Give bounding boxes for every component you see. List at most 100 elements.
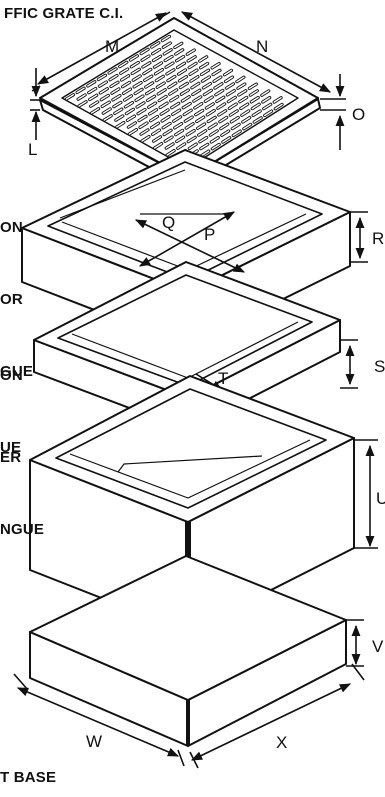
grate-slot bbox=[167, 75, 176, 82]
box-dimensions bbox=[354, 439, 378, 549]
grate-slot bbox=[141, 135, 150, 142]
base-label: T BASE bbox=[0, 769, 57, 786]
grate-slot bbox=[182, 102, 191, 109]
grate-slot bbox=[112, 94, 121, 101]
grate-slot bbox=[252, 110, 261, 117]
grate-slot bbox=[139, 122, 148, 129]
grate-slot bbox=[209, 130, 218, 136]
grate-slot bbox=[145, 88, 155, 95]
grate-slot bbox=[101, 101, 111, 108]
dim-l: L bbox=[28, 140, 37, 159]
grate-slot bbox=[102, 108, 111, 114]
grate-slot bbox=[88, 94, 98, 101]
grate-slot bbox=[250, 96, 259, 103]
ring-label-line: ON bbox=[0, 367, 23, 384]
dim-q: Q bbox=[162, 213, 175, 232]
grate-slot bbox=[165, 143, 174, 149]
grate-slot bbox=[115, 115, 124, 121]
grate-slot bbox=[263, 103, 272, 110]
dim-p: P bbox=[204, 225, 215, 244]
grate-slot bbox=[183, 109, 192, 116]
grate-slot bbox=[151, 129, 161, 136]
grate-slot bbox=[273, 96, 282, 103]
dim-x: X bbox=[276, 733, 287, 752]
grate-slot bbox=[136, 102, 145, 108]
grate-slot bbox=[205, 103, 214, 109]
riser-label: ER NGUE bbox=[0, 398, 44, 566]
grate-slot bbox=[216, 96, 225, 103]
grate-slot bbox=[218, 109, 227, 116]
grate-slot bbox=[176, 143, 186, 150]
grate-slot bbox=[89, 101, 99, 107]
grate-slot bbox=[195, 116, 205, 123]
grate-slot bbox=[122, 88, 132, 95]
grate-slot bbox=[166, 149, 175, 156]
grate-slot bbox=[243, 123, 252, 130]
grate-slot bbox=[166, 68, 175, 75]
grate-slot bbox=[172, 116, 182, 122]
grate-slot bbox=[229, 110, 238, 116]
grate-slot bbox=[186, 129, 195, 136]
grate-slot bbox=[188, 143, 197, 150]
grate-slot bbox=[90, 107, 100, 114]
grate-slot bbox=[100, 94, 110, 101]
grate-slot bbox=[181, 95, 190, 102]
grate-slot bbox=[170, 102, 180, 109]
grate-slot bbox=[138, 115, 147, 122]
grate-slot bbox=[158, 95, 167, 102]
grate-slot bbox=[274, 103, 283, 110]
dim-t: T bbox=[218, 369, 228, 388]
grate-slot bbox=[161, 115, 170, 122]
grate-slot bbox=[76, 87, 85, 94]
grate-slot bbox=[204, 96, 214, 103]
grate-slot bbox=[113, 101, 122, 108]
grate-slot bbox=[194, 102, 203, 109]
grate-slot bbox=[126, 115, 136, 122]
grate-slot bbox=[169, 95, 179, 102]
dim-v: V bbox=[372, 637, 384, 656]
grate-slot bbox=[159, 102, 168, 109]
grate-slot bbox=[150, 122, 160, 129]
frame-label-line: GUE bbox=[0, 363, 34, 380]
grate-slot bbox=[171, 109, 181, 116]
grate-slot bbox=[175, 136, 185, 143]
riser-label-line: NGUE bbox=[0, 521, 45, 538]
grate-slot bbox=[146, 95, 156, 102]
grate-slot bbox=[194, 109, 204, 116]
grate-slot bbox=[251, 103, 260, 110]
dim-m: M bbox=[105, 37, 119, 56]
frame-label: ON OR GUE bbox=[0, 168, 33, 408]
frame-dimensions bbox=[134, 211, 368, 273]
grate-slot bbox=[116, 121, 125, 128]
grate-slot bbox=[148, 108, 158, 115]
grate-slot bbox=[152, 136, 162, 142]
grate-slot bbox=[149, 115, 159, 122]
grate-slot bbox=[174, 42, 183, 49]
grate-slot bbox=[173, 122, 183, 129]
grate-slot bbox=[128, 128, 138, 135]
grate-slot bbox=[87, 87, 97, 94]
dim-u: U bbox=[376, 489, 385, 508]
grate-slot bbox=[206, 109, 215, 116]
grate-slot bbox=[163, 129, 172, 136]
grate-slot bbox=[222, 136, 231, 143]
title-label: FFIC GRATE C.I. bbox=[4, 5, 124, 22]
grate-slot bbox=[78, 100, 87, 107]
grate-slot bbox=[232, 130, 241, 137]
frame-label-line: ON bbox=[0, 219, 23, 236]
ring-label: ON UE bbox=[0, 316, 23, 484]
dim-r: R bbox=[372, 229, 384, 248]
grate-slot bbox=[127, 122, 137, 128]
grate-slot bbox=[219, 116, 228, 123]
dim-s: S bbox=[374, 357, 385, 376]
grate-slot bbox=[200, 143, 209, 150]
grate-slot bbox=[199, 136, 208, 143]
dim-o: O bbox=[352, 105, 365, 124]
grate-slot bbox=[157, 88, 166, 95]
dim-w: W bbox=[86, 732, 102, 751]
grate-slot bbox=[193, 96, 202, 102]
frame-label-line: OR bbox=[0, 291, 23, 308]
grate-slot bbox=[168, 82, 177, 89]
grate-slot bbox=[196, 123, 206, 130]
